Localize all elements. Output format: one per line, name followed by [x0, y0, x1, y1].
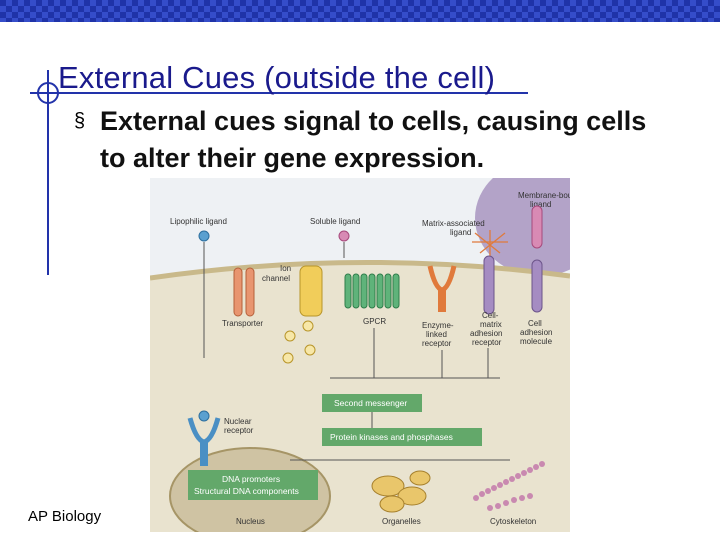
decorative-vertical-line: [47, 70, 49, 275]
label-cytoskeleton: Cytoskeleton: [490, 517, 536, 526]
label-gpcr: GPCR: [363, 317, 386, 326]
label-cell-matrix-3: adhesion: [470, 329, 502, 338]
cell-signaling-diagram: Lipophilic ligand Soluble ligand Matrix-…: [149, 160, 605, 540]
membrane-bound-ligand: [531, 205, 543, 249]
soluble-ligand-dot: [338, 230, 350, 242]
label-nucleus: Nucleus: [236, 517, 265, 526]
label-transporter: Transporter: [222, 319, 263, 328]
ions: [282, 320, 316, 364]
label-cell-adhesion-2: adhesion: [520, 328, 552, 337]
bullet-text: External cues signal to cells, causing c…: [100, 106, 647, 173]
cell-adhesion-molecule: [531, 259, 543, 313]
label-ion-channel-2: channel: [262, 274, 290, 283]
label-membrane-bound-2: ligand: [530, 200, 551, 209]
crosshair-circle-decoration: [35, 80, 61, 106]
label-enzyme-3: receptor: [422, 339, 452, 348]
label-cell-matrix-1: Cell-: [482, 311, 499, 320]
label-ion-channel-1: Ion: [280, 264, 291, 273]
title-underline: [30, 92, 528, 94]
cell-matrix-receptor: [483, 255, 495, 315]
extracellular-matrix: [472, 230, 508, 256]
label-organelles: Organelles: [382, 517, 421, 526]
label-membrane-bound: Membrane-bound: [518, 191, 570, 200]
footer-label: AP Biology: [28, 508, 102, 525]
label-cell-adhesion-3: molecule: [520, 337, 553, 346]
enzyme-receptor-stem: [438, 288, 446, 312]
cytoskeleton-graphic: [473, 461, 545, 511]
lipophilic-ligand-dot: [198, 230, 210, 242]
label-nuclear-1: Nuclear: [224, 417, 252, 426]
label-lipophilic-ligand: Lipophilic ligand: [170, 217, 227, 226]
transporter-right: [245, 267, 255, 317]
plasma-membrane: [149, 259, 571, 281]
top-banner: [0, 0, 720, 22]
label-matrix-ligand-2: ligand: [450, 228, 471, 237]
organelles-graphic: [371, 470, 431, 513]
label-dna-promoters: DNA promoters: [222, 474, 280, 484]
transporter-left: [233, 267, 243, 317]
label-cell-matrix-2: matrix: [480, 320, 502, 329]
label-protein-kinases: Protein kinases and phosphases: [330, 432, 453, 442]
nuclear-receptor-stem: [200, 440, 208, 466]
dna-box: [188, 470, 318, 500]
label-matrix-ligand: Matrix-associated: [422, 219, 485, 228]
label-cell-matrix-4: receptor: [472, 338, 502, 347]
banner-pattern: [0, 0, 720, 22]
gpcr: [344, 273, 400, 309]
protein-kinases-box: [322, 428, 482, 446]
nuclear-ligand: [198, 410, 210, 422]
label-nuclear-2: receptor: [224, 426, 254, 435]
cell-signaling-figure: Lipophilic ligand Soluble ligand Matrix-…: [149, 160, 605, 540]
ion-channel: [299, 265, 323, 317]
label-soluble-ligand: Soluble ligand: [310, 217, 360, 226]
bullet-marker: §: [74, 110, 86, 132]
label-second-messenger: Second messenger: [334, 398, 407, 408]
label-structural-dna: Structural DNA components: [194, 486, 299, 496]
label-enzyme-1: Enzyme-: [422, 321, 454, 330]
label-enzyme-2: linked: [426, 330, 447, 339]
slide-title: External Cues (outside the cell): [58, 60, 496, 95]
label-cell-adhesion-1: Cell: [528, 319, 542, 328]
second-messenger-box: [322, 394, 422, 412]
